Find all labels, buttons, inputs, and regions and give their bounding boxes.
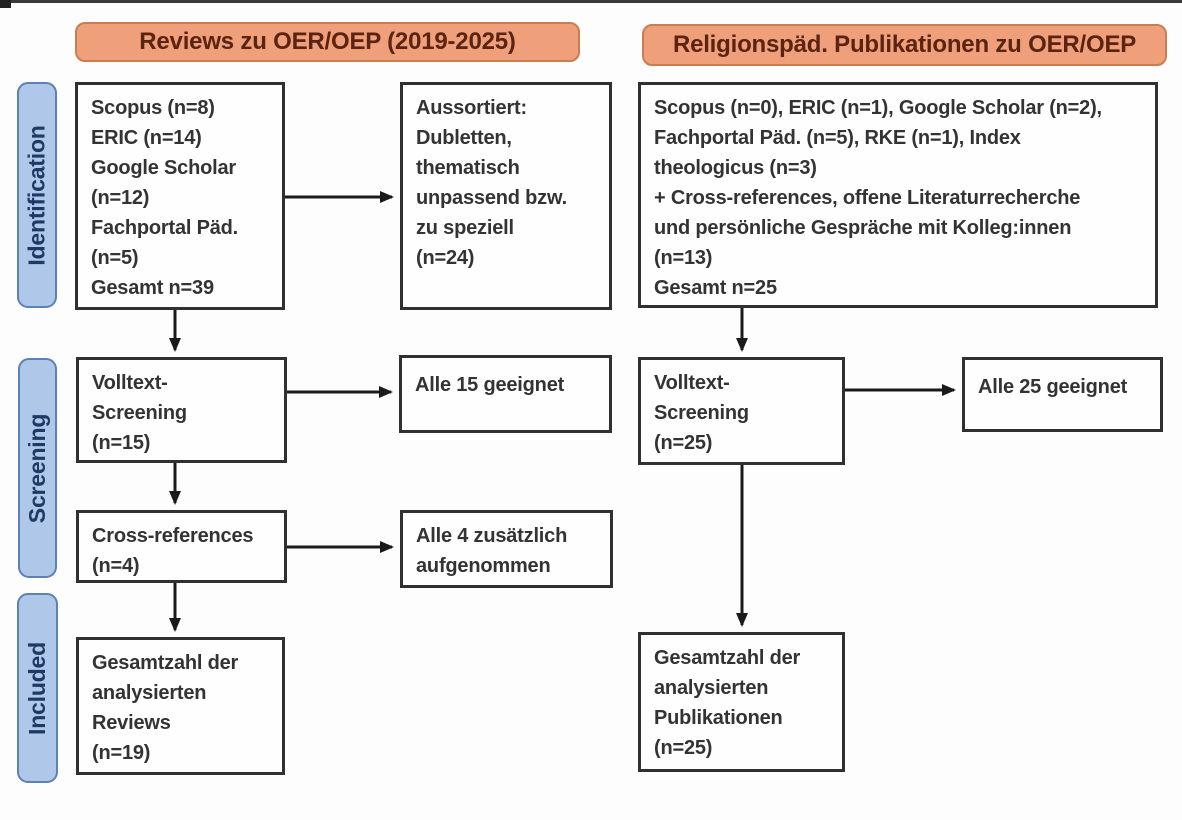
box-left-fulltext-screening: Volltext- Screening (n=15)	[76, 357, 287, 463]
box-right-sources: Scopus (n=0), ERIC (n=1), Google Scholar…	[638, 82, 1158, 308]
stage-label-included-text: Included	[24, 641, 50, 735]
scan-edge-line	[0, 0, 1182, 3]
stage-label-identification-text: Identification	[23, 124, 50, 266]
column-header-reviews: Reviews zu OER/OEP (2019-2025)	[75, 22, 580, 62]
stage-label-identification: Identification	[17, 82, 57, 308]
box-left-crossref-result: Alle 4 zusätzlich aufgenommen	[400, 510, 613, 588]
stage-label-included: Included	[17, 593, 58, 783]
box-left-sources: Scopus (n=8) ERIC (n=14) Google Scholar …	[75, 82, 285, 310]
stage-label-screening: Screening	[18, 358, 57, 578]
box-left-fulltext-result: Alle 15 geeignet	[399, 355, 612, 433]
column-header-religionspaed: Religionspäd. Publikationen zu OER/OEP	[642, 24, 1167, 66]
stage-label-screening-text: Screening	[24, 413, 50, 523]
column-header-reviews-label: Reviews zu OER/OEP (2019-2025)	[139, 28, 516, 55]
box-right-fulltext-screening: Volltext- Screening (n=25)	[638, 357, 845, 465]
box-left-included: Gesamtzahl der analysierten Reviews (n=1…	[76, 637, 285, 775]
column-header-religionspaed-label: Religionspäd. Publikationen zu OER/OEP	[672, 31, 1137, 58]
box-left-crossref: Cross-references (n=4)	[76, 510, 287, 583]
box-right-included: Gesamtzahl der analysierten Publikatione…	[638, 632, 845, 772]
box-left-excluded: Aussortiert: Dubletten, thematisch unpas…	[400, 82, 612, 310]
scan-edge-corner	[0, 0, 11, 8]
box-right-fulltext-result: Alle 25 geeignet	[962, 357, 1163, 432]
